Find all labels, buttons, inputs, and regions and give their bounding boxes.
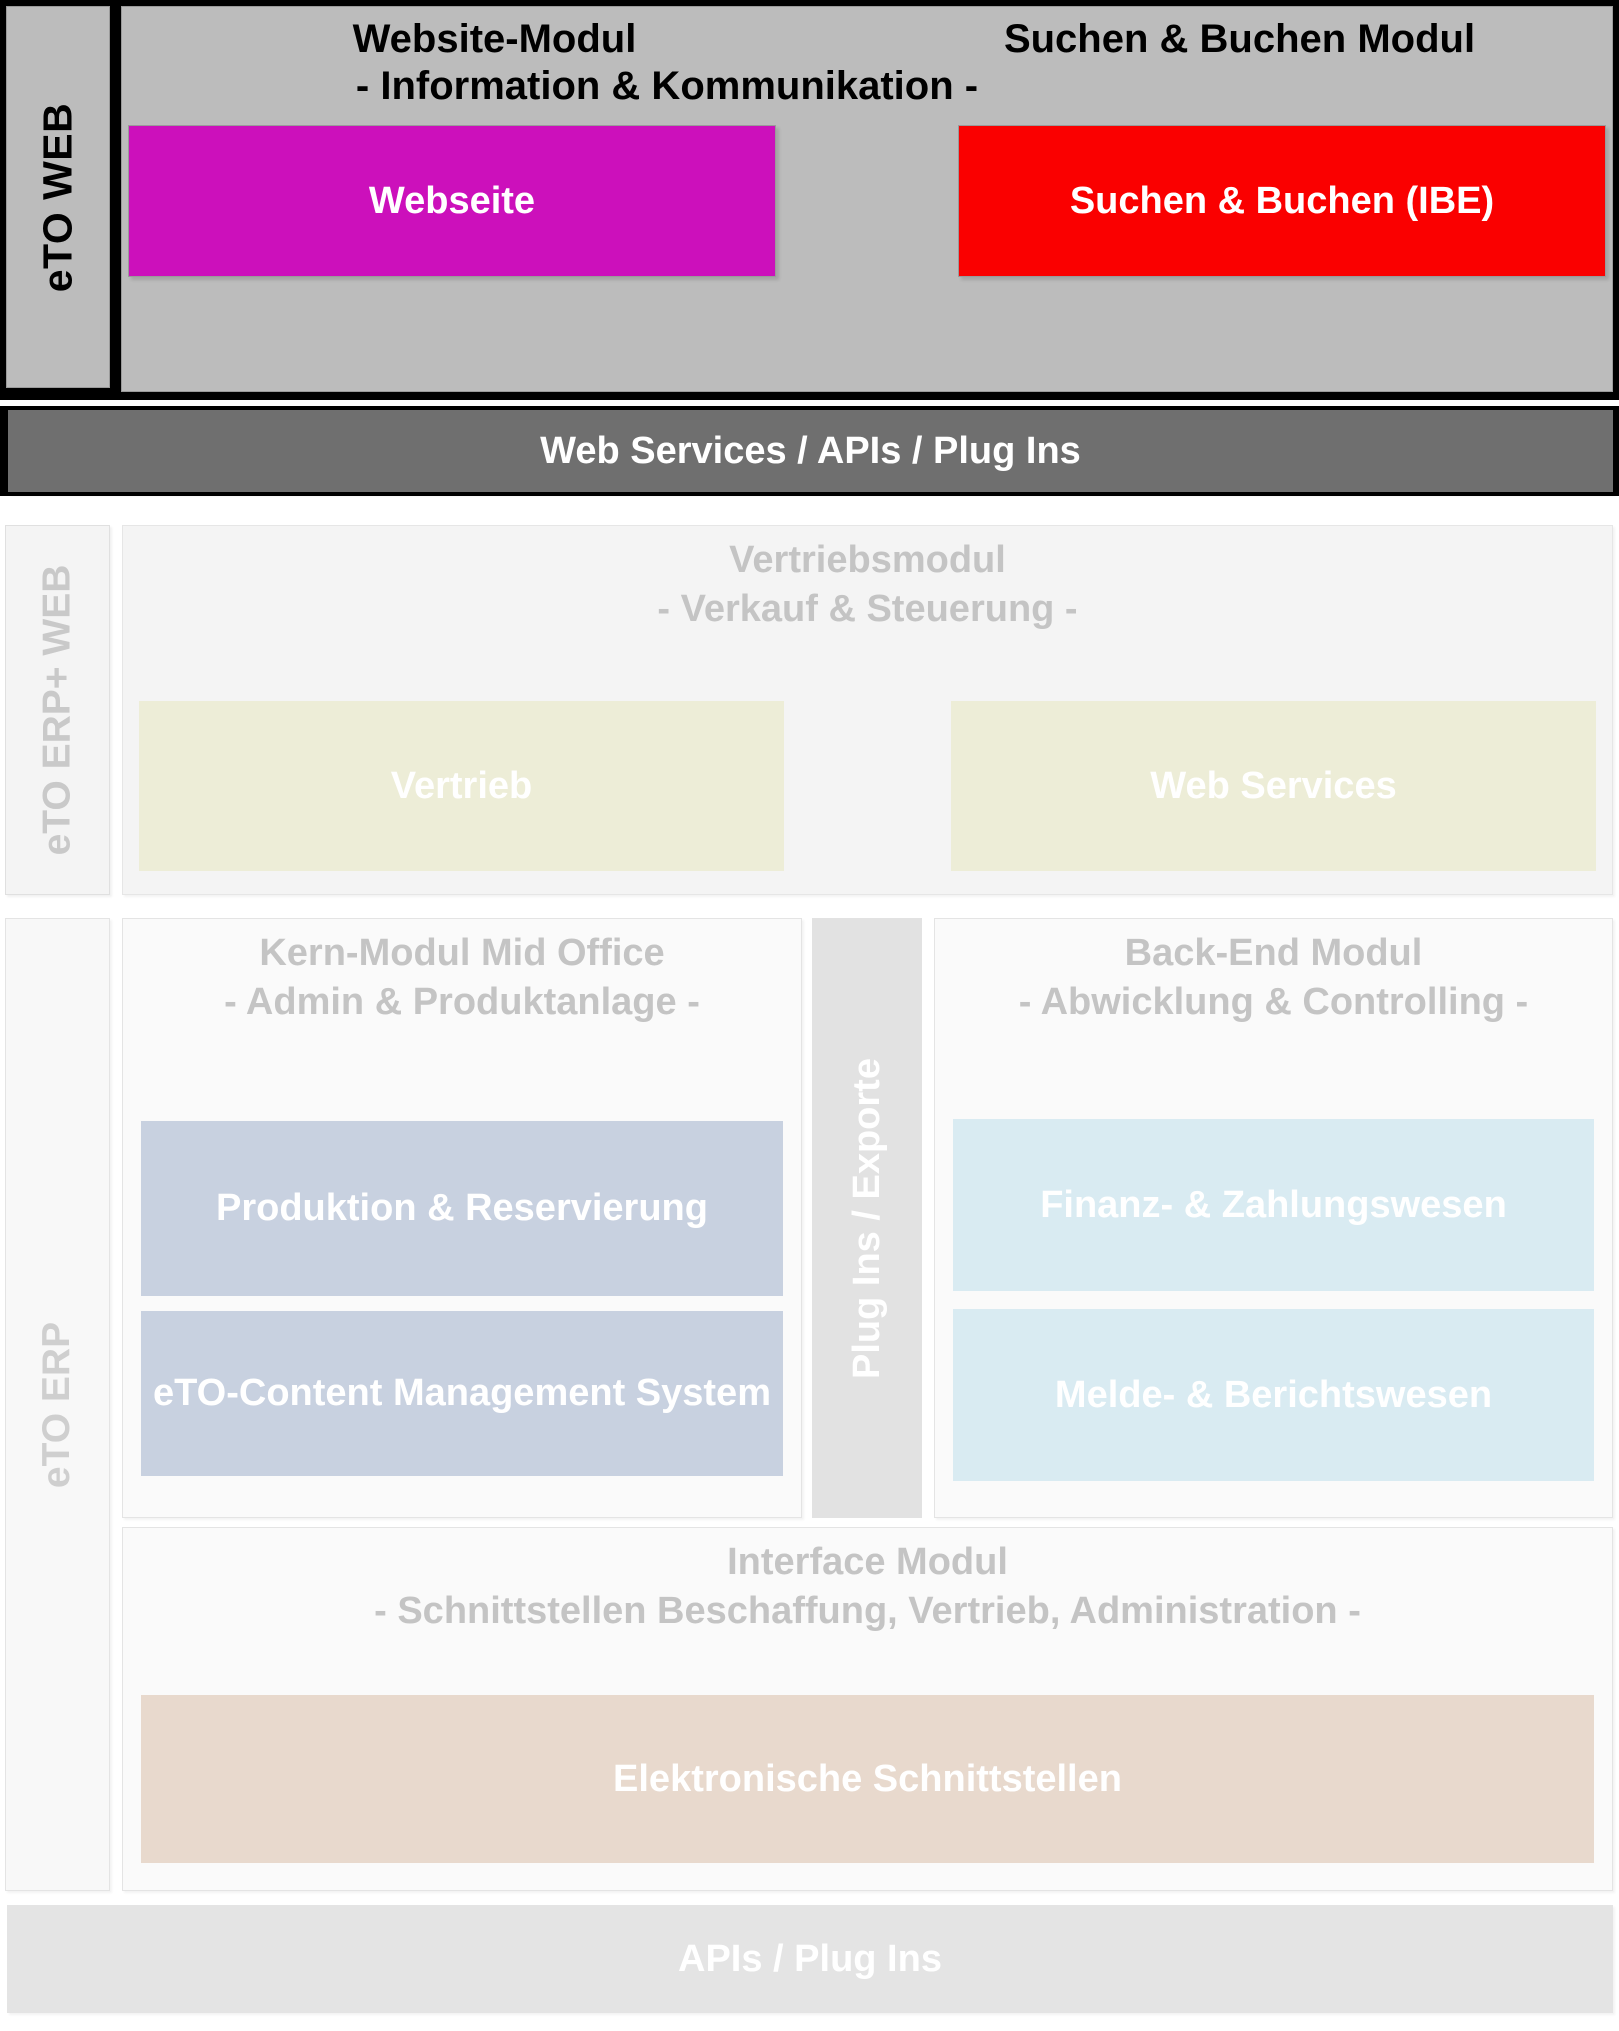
web-layer-frame: eTO WEB Website-Modul Suchen & Buchen Mo… [0,0,1619,400]
kern-modul-boxes: Produktion & Reservierung eTO-Content Ma… [123,1121,801,1476]
kern-modul-title-line1: Kern-Modul Mid Office [259,932,665,974]
back-end-modul-title-line1: Back-End Modul [1124,932,1423,974]
suchen-buchen-modul-title: Suchen & Buchen Modul [1003,17,1476,61]
vertriebsmodul-title: Vertriebsmodul - Verkauf & Steuerung - [123,526,1612,635]
sidebar-label-eto-erp-plus-web: eTO ERP+ WEB [5,525,110,895]
box-elektronische-schnittstellen[interactable]: Elektronische Schnittstellen [141,1695,1594,1863]
web-layer-titles: Website-Modul Suchen & Buchen Modul [122,15,1612,64]
web-layer-boxes: Webseite Suchen & Buchen (IBE) [122,125,1612,277]
sidebar-label-eto-web: eTO WEB [6,6,110,388]
box-melde-berichtswesen[interactable]: Melde- & Berichtswesen [953,1309,1594,1481]
web-services-bar[interactable]: Web Services / APIs / Plug Ins [8,410,1613,492]
sidebar-label-eto-erp: eTO ERP [5,918,110,1891]
box-produktion-reservierung[interactable]: Produktion & Reservierung [141,1121,783,1296]
box-webseite[interactable]: Webseite [128,125,776,277]
box-suchen-buchen-ibe[interactable]: Suchen & Buchen (IBE) [958,125,1606,277]
website-modul-title: Website-Modul [352,17,637,61]
back-end-modul-boxes: Finanz- & Zahlungswesen Melde- & Bericht… [935,1119,1612,1481]
vertriebsmodul-boxes: Vertrieb Web Services [123,701,1612,871]
web-layer-subtitle: - Information & Kommunikation - [355,64,979,108]
interface-modul-title-line1: Interface Modul [727,1541,1008,1583]
sidebar-label-eto-web-text: eTO WEB [34,102,81,292]
back-end-modul-title: Back-End Modul - Abwicklung & Controllin… [935,919,1612,1028]
vertriebsmodul-title-line2: - Verkauf & Steuerung - [657,588,1078,631]
box-eto-content-management-system[interactable]: eTO-Content Management System [141,1311,783,1476]
plug-ins-exporte-column[interactable]: Plug Ins / Exporte [812,918,922,1518]
vertriebsmodul-panel: Vertriebsmodul - Verkauf & Steuerung - V… [122,525,1613,895]
interface-modul-title: Interface Modul - Schnittstellen Beschaf… [123,1528,1612,1637]
interface-modul-title-line2: - Schnittstellen Beschaffung, Vertrieb, … [374,1590,1361,1633]
sidebar-label-eto-erp-text: eTO ERP [35,1321,79,1488]
kern-modul-panel: Kern-Modul Mid Office - Admin & Produkta… [122,918,802,1518]
kern-modul-title: Kern-Modul Mid Office - Admin & Produkta… [123,919,801,1028]
interface-modul-panel: Interface Modul - Schnittstellen Beschaf… [122,1527,1613,1891]
web-services-bar-frame: Web Services / APIs / Plug Ins [0,406,1619,496]
apis-plug-ins-bar[interactable]: APIs / Plug Ins [7,1905,1613,2013]
sidebar-label-eto-erp-plus-web-text: eTO ERP+ WEB [35,564,79,856]
kern-modul-title-line2: - Admin & Produktanlage - [224,981,700,1024]
box-finanz-zahlungswesen[interactable]: Finanz- & Zahlungswesen [953,1119,1594,1291]
back-end-modul-title-line2: - Abwicklung & Controlling - [1018,981,1529,1024]
interface-modul-boxes: Elektronische Schnittstellen [123,1695,1612,1863]
vertriebsmodul-title-line1: Vertriebsmodul [729,539,1006,581]
plug-ins-exporte-label: Plug Ins / Exporte [845,1057,888,1379]
box-web-services[interactable]: Web Services [951,701,1596,871]
web-layer-panel: Website-Modul Suchen & Buchen Modul - In… [121,6,1613,392]
back-end-modul-panel: Back-End Modul - Abwicklung & Controllin… [934,918,1613,1518]
box-vertrieb[interactable]: Vertrieb [139,701,784,871]
